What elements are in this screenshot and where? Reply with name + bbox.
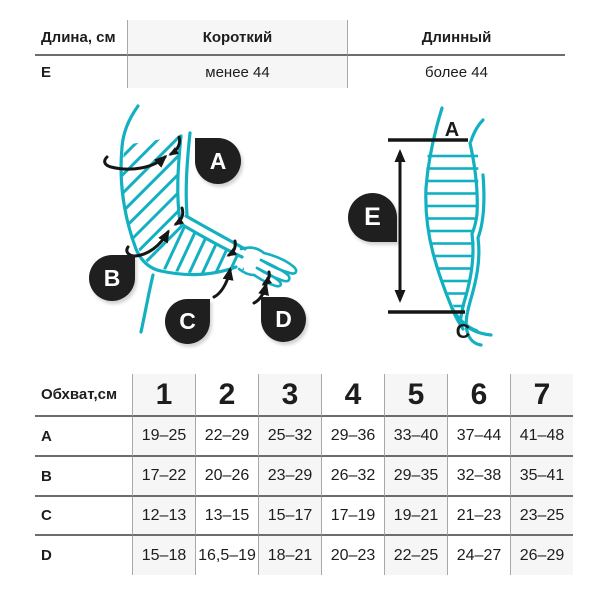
size-col-1: 1 bbox=[132, 374, 195, 417]
girth-row-c-label: C bbox=[35, 497, 132, 536]
girth-row-b-label: B bbox=[35, 457, 132, 497]
girth-table: Обхват,см 1 2 3 4 5 6 7 A 19–25 22–29 25… bbox=[35, 374, 573, 575]
girth-b-1: 17–22 bbox=[132, 457, 195, 497]
size-col-5: 5 bbox=[384, 374, 447, 417]
arm-length-diagram: A C bbox=[388, 106, 493, 347]
badge-b: B bbox=[89, 255, 135, 301]
badge-d: D bbox=[261, 297, 306, 342]
girth-d-4: 20–23 bbox=[321, 536, 384, 575]
size-col-2: 2 bbox=[195, 374, 258, 417]
scale-top-label: A bbox=[445, 119, 459, 141]
girth-c-3: 15–17 bbox=[258, 497, 321, 536]
girth-c-1: 12–13 bbox=[132, 497, 195, 536]
girth-arrow-c bbox=[212, 267, 234, 299]
girth-a-5: 33–40 bbox=[384, 417, 447, 457]
size-col-7: 7 bbox=[510, 374, 573, 417]
girth-d-2: 16,5–19 bbox=[195, 536, 258, 575]
girth-c-4: 17–19 bbox=[321, 497, 384, 536]
girth-b-4: 26–32 bbox=[321, 457, 384, 497]
girth-a-6: 37–44 bbox=[447, 417, 510, 457]
size-col-3: 3 bbox=[258, 374, 321, 417]
length-value-long: более 44 bbox=[347, 56, 565, 88]
length-table-header: Длина, см bbox=[35, 20, 127, 56]
girth-arrow-d bbox=[252, 282, 269, 305]
scale-bottom-label: C bbox=[456, 321, 470, 343]
length-col-short: Короткий bbox=[127, 20, 347, 56]
girth-c-5: 19–21 bbox=[384, 497, 447, 536]
girth-row-a-label: A bbox=[35, 417, 132, 457]
length-row-label: E bbox=[41, 63, 52, 81]
forearm-hatch bbox=[159, 225, 244, 274]
girth-arrow-b bbox=[125, 229, 170, 258]
girth-arrow-b-tail bbox=[173, 206, 185, 226]
girth-a-1: 19–25 bbox=[132, 417, 195, 457]
girth-table-header: Обхват,см bbox=[35, 374, 132, 417]
girth-a-4: 29–36 bbox=[321, 417, 384, 457]
length-value-short: менее 44 bbox=[127, 56, 347, 88]
size-col-4: 4 bbox=[321, 374, 384, 417]
girth-arrow-a-tail bbox=[168, 135, 182, 156]
girth-d-6: 24–27 bbox=[447, 536, 510, 575]
girth-a-3: 25–32 bbox=[258, 417, 321, 457]
girth-d-7: 26–29 bbox=[510, 536, 573, 575]
girth-a-7: 41–48 bbox=[510, 417, 573, 457]
girth-b-6: 32–38 bbox=[447, 457, 510, 497]
girth-row-d-label: D bbox=[41, 547, 52, 564]
girth-d-5: 22–25 bbox=[384, 536, 447, 575]
girth-arrow-d-tail bbox=[261, 270, 272, 286]
length-table: Длина, см Короткий Длинный E менее 44 бо… bbox=[35, 20, 565, 88]
girth-d-3: 18–21 bbox=[258, 536, 321, 575]
arm-girth-diagram bbox=[103, 104, 298, 334]
girth-a-2: 22–29 bbox=[195, 417, 258, 457]
girth-c-7: 23–25 bbox=[510, 497, 573, 536]
badge-a: A bbox=[195, 138, 241, 184]
girth-b-5: 29–35 bbox=[384, 457, 447, 497]
badge-c: C bbox=[165, 299, 210, 344]
girth-b-2: 20–26 bbox=[195, 457, 258, 497]
length-hatch bbox=[425, 152, 479, 320]
girth-arrow-a bbox=[103, 154, 168, 171]
girth-d-1: 15–18 bbox=[132, 536, 195, 575]
girth-b-7: 35–41 bbox=[510, 457, 573, 497]
torso-line bbox=[139, 273, 155, 334]
length-col-long: Длинный bbox=[347, 20, 565, 56]
badge-e: E bbox=[348, 193, 397, 242]
girth-c-6: 21–23 bbox=[447, 497, 510, 536]
girth-arrow-c-tail bbox=[226, 239, 238, 257]
girth-c-2: 13–15 bbox=[195, 497, 258, 536]
girth-b-3: 23–29 bbox=[258, 457, 321, 497]
size-col-6: 6 bbox=[447, 374, 510, 417]
